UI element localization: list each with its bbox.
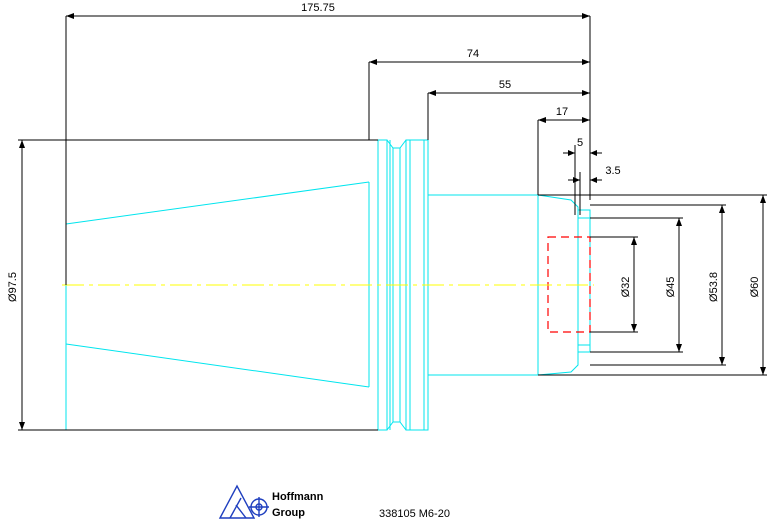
part-number: 338105 M6-20 xyxy=(379,508,450,520)
dim-dia-32: Ø32 xyxy=(620,277,632,298)
cone-taper-top xyxy=(65,181,370,225)
front-face xyxy=(577,209,591,353)
logo-line-2: Group xyxy=(272,507,305,519)
logo-line-1: Hoffmann xyxy=(272,491,324,503)
dim-length-5: 5 xyxy=(577,137,583,149)
dim-overall-length: 175.75 xyxy=(301,2,335,14)
dim-dia-97-5: Ø97.5 xyxy=(7,272,19,302)
cone-taper-bottom xyxy=(65,343,370,388)
dim-dia-60: Ø60 xyxy=(749,277,761,298)
dim-length-3-5: 3.5 xyxy=(605,165,620,177)
dim-length-55: 55 xyxy=(499,79,511,91)
logo-mountain-icon xyxy=(218,484,269,519)
dim-length-74: 74 xyxy=(467,48,479,60)
dim-length-17: 17 xyxy=(556,106,568,118)
dim-dia-45: Ø45 xyxy=(665,277,677,298)
hoffmann-logo: Hoffmann Group xyxy=(218,484,324,519)
dim-dia-53-8: Ø53.8 xyxy=(708,272,720,302)
dimension-lines xyxy=(18,13,767,431)
